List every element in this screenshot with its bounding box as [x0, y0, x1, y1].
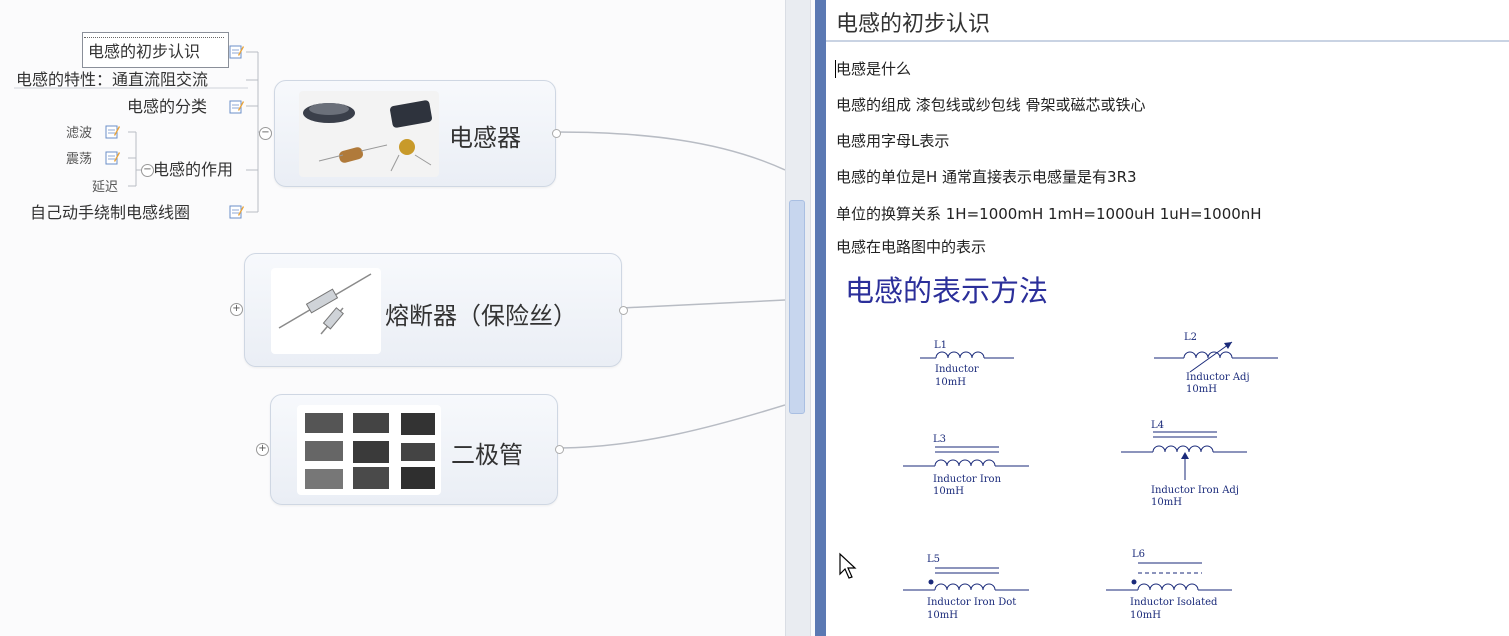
notes-title-divider — [826, 40, 1509, 42]
selection-handle[interactable] — [84, 32, 224, 38]
note-icon[interactable] — [105, 150, 120, 165]
name-label: Inductor Isolated — [1130, 597, 1218, 608]
inductor-symbol-l5: L5 Inductor Iron Dot 10mH — [903, 554, 1029, 621]
notes-line[interactable]: 电感的单位是H 通常直接表示电感量是有3R3 — [836, 168, 1137, 186]
inductor-symbol-l3: L3 Inductor Iron 10mH — [903, 434, 1029, 497]
node-inductor[interactable]: 电感器 — [274, 80, 561, 187]
notes-panel[interactable] — [826, 0, 1509, 636]
expand-toggle-icon[interactable]: + — [256, 443, 269, 456]
notes-heading: 电感的表示方法 — [845, 274, 1049, 308]
topic-inductor-function[interactable]: 电感的作用 — [153, 160, 234, 179]
inductor-image — [299, 91, 439, 177]
notes-line[interactable]: 电感用字母L表示 — [836, 132, 950, 150]
topic-delay[interactable]: 延迟 — [92, 180, 119, 195]
panel-border — [815, 0, 826, 636]
connector-dot — [555, 445, 564, 454]
ref-label: L1 — [934, 340, 947, 351]
inductor-symbol-l6: L6 Inductor Isolated 10mH — [1106, 549, 1232, 621]
node-title: 二极管 — [451, 441, 523, 469]
node-diode[interactable]: 二极管 — [270, 394, 564, 505]
mouse-cursor-icon — [839, 552, 857, 579]
ref-label: L5 — [927, 554, 940, 565]
notes-line[interactable]: 单位的换算关系 1H=1000mH 1mH=1000uH 1uH=1000nH — [836, 205, 1262, 223]
collapse-toggle-icon[interactable]: − — [259, 127, 272, 140]
note-icon[interactable] — [105, 124, 120, 139]
text-caret — [835, 60, 836, 78]
topic-inductor-property[interactable]: 电感的特性：通直流阻交流 — [16, 70, 209, 89]
value-label: 10mH — [1130, 610, 1161, 621]
name-label: Inductor Iron Adj — [1151, 485, 1239, 496]
value-label: 10mH — [1151, 497, 1182, 508]
diode-image — [297, 405, 441, 495]
node-title: 熔断器（保险丝） — [385, 302, 577, 330]
topic-make-coil[interactable]: 自己动手绕制电感线圈 — [30, 203, 191, 222]
ref-label: L6 — [1132, 549, 1145, 560]
node-title: 电感器 — [449, 124, 521, 152]
notes-title: 电感的初步认识 — [836, 12, 991, 37]
connector-dot — [552, 129, 561, 138]
inductor-symbol-l4: L4 Inductor Iron Adj 10mH — [1121, 420, 1247, 508]
ref-label: L3 — [933, 434, 946, 445]
topic-inductor-intro[interactable]: 电感的初步认识 — [88, 42, 201, 61]
value-label: 10mH — [1186, 384, 1217, 395]
notes-line[interactable]: 电感在电路图中的表示 — [836, 238, 987, 256]
note-icon[interactable] — [229, 204, 244, 219]
value-label: 10mH — [933, 486, 964, 497]
mind-map-canvas[interactable]: 电感的初步认识 电感的特性：通直流阻交流 电感的分类 − 电感的作用 自己动手绕… — [0, 0, 785, 636]
fuse-image — [271, 268, 381, 354]
note-icon[interactable] — [229, 99, 244, 114]
note-icon[interactable] — [229, 44, 244, 59]
inductor-symbol-l2: L2 Inductor Adj 10mH — [1154, 332, 1278, 395]
value-label: 10mH — [935, 377, 966, 388]
node-fuse[interactable]: 熔断器（保险丝） — [244, 253, 628, 367]
topic-inductor-category[interactable]: 电感的分类 — [127, 97, 208, 116]
topic-filter[interactable]: 滤波 — [66, 126, 93, 141]
name-label: Inductor — [935, 364, 979, 375]
topic-oscillation[interactable]: 震荡 — [66, 152, 93, 167]
name-label: Inductor Adj — [1186, 372, 1250, 383]
name-label: Inductor Iron — [933, 474, 1002, 485]
scrollbar-thumb[interactable] — [789, 200, 805, 414]
inductor-symbol-l1: L1 Inductor 10mH — [920, 340, 1014, 388]
ref-label: L4 — [1151, 420, 1164, 431]
selected-topic-frame — [82, 32, 229, 68]
notes-line[interactable]: 电感是什么 — [836, 60, 912, 78]
connector-dot — [619, 306, 628, 315]
collapse-toggle-icon[interactable]: − — [141, 164, 154, 177]
name-label: Inductor Iron Dot — [927, 597, 1016, 608]
value-label: 10mH — [927, 610, 958, 621]
expand-toggle-icon[interactable]: + — [230, 303, 243, 316]
notes-line[interactable]: 电感的组成 漆包线或纱包线 骨架或磁芯或铁心 — [836, 96, 1146, 114]
ref-label: L2 — [1184, 332, 1197, 343]
